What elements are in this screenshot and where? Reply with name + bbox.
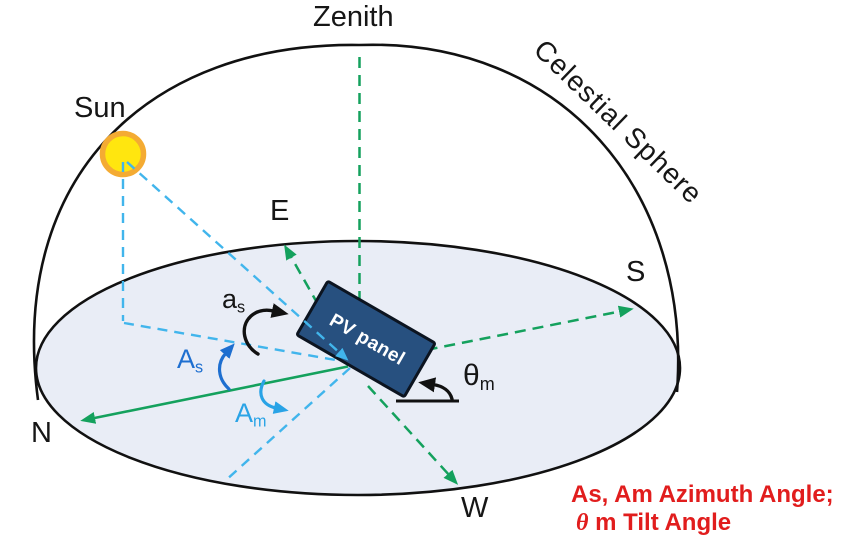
sun-ray-line: [126, 161, 349, 361]
tilt-symbol: θ: [463, 359, 480, 392]
tilt-angle-label: θm: [463, 359, 495, 395]
west-axis-arrow: [367, 385, 459, 485]
legend-line-1: As, Am Azimuth Angle;: [571, 481, 834, 508]
panel-azimuth-angle-arrow: [259, 379, 289, 414]
zenith-label: Zenith: [313, 1, 394, 33]
sun-elevation-subscript: s: [237, 298, 246, 317]
sun-elevation-angle-label: as: [222, 286, 245, 316]
sun-elevation-angle-arrow: [242, 303, 289, 356]
sun-azimuth-ground-line: [123, 321, 348, 364]
north-axis-arrow: [80, 365, 349, 424]
sun-azimuth-symbol: A: [177, 344, 196, 374]
pv-panel-group: [296, 280, 436, 398]
dome-arc: [32, 43, 680, 401]
east-label: E: [270, 195, 290, 227]
sun-elevation-symbol: a: [222, 284, 238, 314]
legend-theta-symbol: θ: [576, 510, 589, 536]
tilt-subscript: m: [479, 374, 495, 395]
south-label: S: [626, 256, 646, 288]
pv-panel: [296, 280, 436, 398]
panel-azimuth-subscript: m: [253, 412, 267, 431]
legend-line-2: θ m Tilt Angle: [576, 509, 732, 536]
panel-azimuth-symbol: A: [235, 398, 254, 428]
sun-azimuth-angle-label: As: [177, 346, 203, 376]
legend-line-2-text: m Tilt Angle: [588, 509, 732, 536]
panel-azimuth-ground-line: [224, 367, 351, 482]
sun-azimuth-subscript: s: [195, 358, 204, 377]
panel-azimuth-angle-label: Am: [235, 400, 267, 430]
west-label: W: [461, 492, 489, 524]
sun-label: Sun: [74, 92, 126, 124]
north-label: N: [31, 417, 52, 449]
sun-azimuth-angle-arrow: [218, 343, 235, 391]
tilt-angle-arrow: [418, 377, 454, 401]
sun-icon: [99, 130, 147, 178]
